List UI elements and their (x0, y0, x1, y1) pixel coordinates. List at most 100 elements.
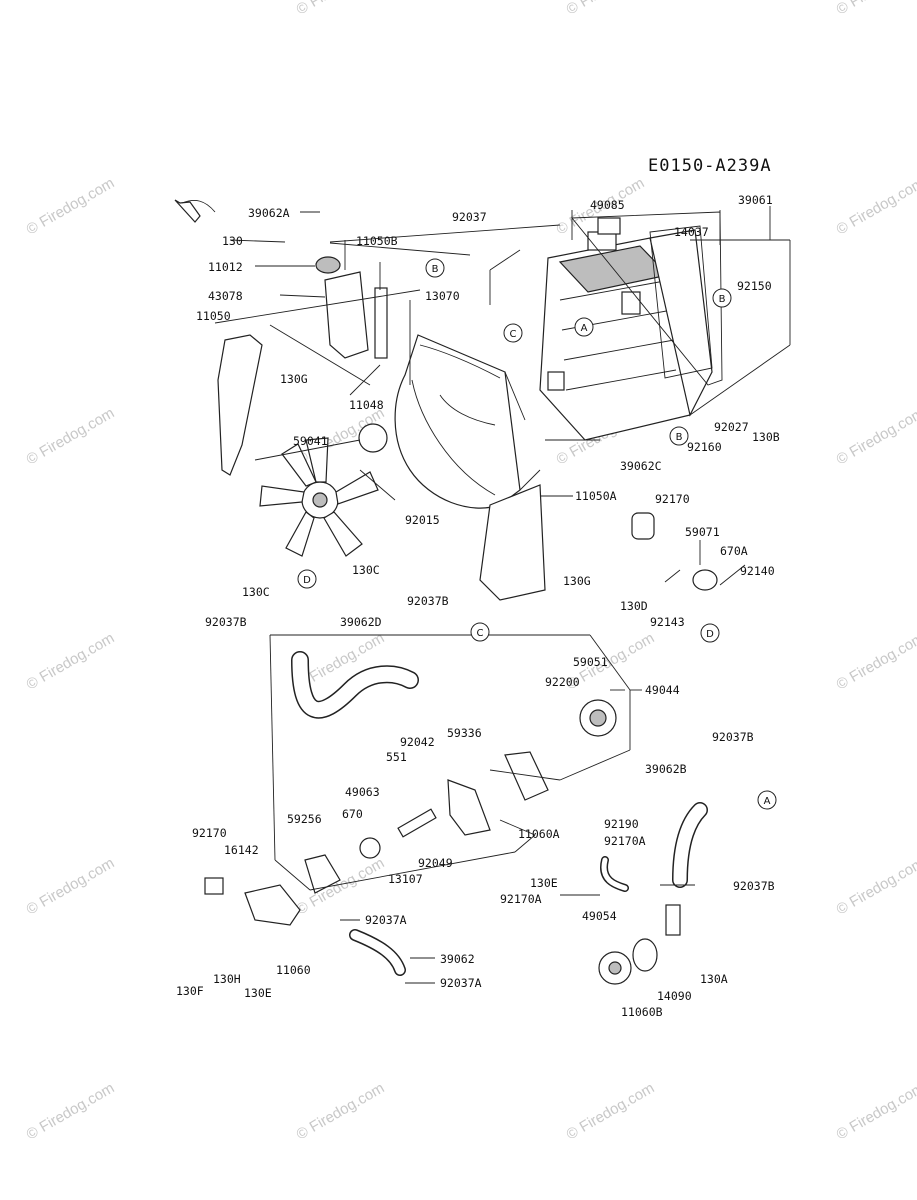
pulley-11048 (358, 423, 388, 453)
diagram-code: E0150-A239A (648, 156, 772, 176)
part-label: 92190 (604, 817, 639, 831)
svg-text:D: D (303, 575, 311, 586)
part-label: 11050B (356, 234, 398, 248)
watermark-text: © Firedog.com (834, 0, 917, 18)
watermark-text: © Firedog.com (564, 0, 658, 18)
ref-markers: A B B B C C D D A (297, 258, 777, 810)
watermark-text: © Firedog.com (24, 1079, 118, 1143)
radiator-drawing (539, 211, 723, 441)
part-label: 92143 (650, 615, 685, 629)
leader-lines (214, 206, 791, 984)
svg-text:B: B (719, 294, 726, 305)
ref-marker-a1: A (574, 317, 594, 337)
ref-marker-d2: D (700, 623, 720, 643)
watermark-text: © Firedog.com (564, 1079, 658, 1143)
part-label: 130H (213, 972, 241, 986)
part-label: 92170 (655, 492, 690, 506)
part-label: 130G (563, 574, 591, 588)
part-label: 59051 (573, 655, 608, 669)
watermark-text: © Firedog.com (834, 629, 917, 693)
part-label: 670 (342, 807, 363, 821)
ref-marker-c2: C (470, 622, 490, 642)
part-label: 130C (352, 563, 380, 577)
part-label: 130 (222, 234, 243, 248)
watermark-text: © Firedog.com (24, 404, 118, 468)
part-label: 11050A (575, 489, 617, 503)
part-label: 11050 (196, 309, 231, 323)
reservoir-drawing (174, 199, 388, 359)
watermark-text: © Firedog.com (834, 1079, 917, 1143)
part-label: 92037 (452, 210, 487, 224)
part-label: 130B (752, 430, 780, 444)
part-label: 16142 (224, 843, 259, 857)
part-label: 39062C (620, 459, 662, 473)
ref-marker-d1: D (297, 569, 317, 589)
part-label: 59071 (685, 525, 720, 539)
watermark-text: © Firedog.com (24, 174, 118, 238)
part-label: 130D (620, 599, 648, 613)
watermark-text: © Firedog.com (24, 854, 118, 918)
part-label: 92049 (418, 856, 453, 870)
part-label: 130G (280, 372, 308, 386)
part-label: 92037A (440, 976, 482, 990)
part-label: 39062D (340, 615, 382, 629)
part-label: 92200 (545, 675, 580, 689)
ref-marker-c1: C (503, 323, 523, 343)
part-label: 49085 (590, 198, 625, 212)
part-label: 130A (700, 972, 728, 986)
part-label: 49063 (345, 785, 380, 799)
part-label: 130E (244, 986, 272, 1000)
part-label: 130E (530, 876, 558, 890)
ref-marker-b2: B (712, 288, 732, 308)
svg-text:D: D (706, 629, 714, 640)
part-label: 92037A (365, 913, 407, 927)
part-label: 92170A (604, 834, 646, 848)
part-labels: 39062A 92037 49085 39061 130 11050B 1403… (176, 193, 780, 1019)
svg-text:C: C (477, 628, 484, 639)
part-label: 13070 (425, 289, 460, 303)
svg-text:A: A (764, 796, 771, 807)
ref-marker-a2: A (757, 790, 777, 810)
svg-text:A: A (581, 323, 588, 334)
part-label: 14037 (674, 225, 709, 239)
part-label: 130F (176, 984, 204, 998)
part-label: 11048 (349, 398, 384, 412)
watermark-text: © Firedog.com (24, 629, 118, 693)
watermark-text: © Firedog.com (834, 404, 917, 468)
part-label: 11060 (276, 963, 311, 977)
part-label: 92037B (407, 594, 449, 608)
part-label: 49044 (645, 683, 680, 697)
part-label: 92037B (205, 615, 247, 629)
svg-text:B: B (432, 264, 439, 275)
part-label: 59336 (447, 726, 482, 740)
part-label: 39062B (645, 762, 687, 776)
part-label: 13107 (388, 872, 423, 886)
watermark-text: © Firedog.com (834, 854, 917, 918)
ref-marker-b3: B (669, 426, 689, 446)
part-label: 92150 (737, 279, 772, 293)
svg-text:B: B (676, 432, 683, 443)
part-label: 49054 (582, 909, 617, 923)
watermark-text: © Firedog.com (294, 0, 388, 18)
part-label: 11060B (621, 1005, 663, 1019)
fan-drawing (259, 437, 379, 557)
part-label: 551 (386, 750, 407, 764)
hose-drawing (291, 512, 708, 976)
part-label: 14090 (657, 989, 692, 1003)
part-label: 130C (242, 585, 270, 599)
part-label: 39062A (248, 206, 290, 220)
part-label: 92140 (740, 564, 775, 578)
part-label: 92160 (687, 440, 722, 454)
part-label: 43078 (208, 289, 243, 303)
bracket-drawing (217, 334, 546, 601)
part-label: 92170 (192, 826, 227, 840)
pump-drawing (204, 569, 718, 985)
part-label: 11060A (518, 827, 560, 841)
part-label: 92027 (714, 420, 749, 434)
part-label: 92042 (400, 735, 435, 749)
part-label: 92037B (733, 879, 775, 893)
fan-shroud-drawing (394, 334, 541, 509)
watermark-text: © Firedog.com (294, 1079, 388, 1143)
part-label: 39061 (738, 193, 773, 207)
